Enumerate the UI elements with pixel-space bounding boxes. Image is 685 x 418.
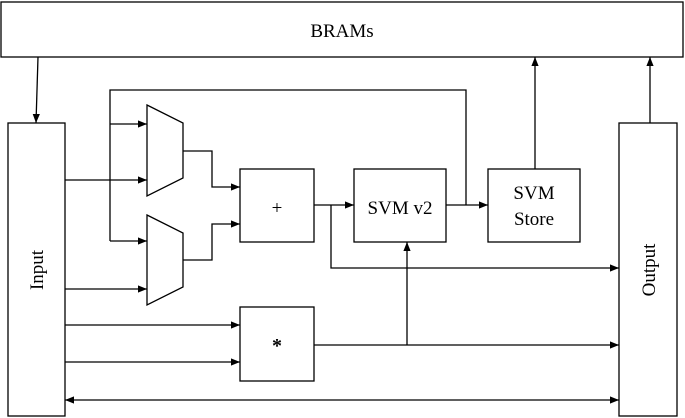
mux-top-to-adder-arrow (183, 150, 240, 191)
output-label: Output (639, 243, 660, 297)
multiplier-block: * (239, 306, 315, 382)
brams-label: BRAMs (310, 21, 373, 42)
adder-block: + (239, 168, 315, 243)
svm-v2-block: SVM v2 (353, 168, 447, 243)
mux-top (146, 103, 184, 198)
mux-bottom (146, 213, 184, 307)
adder-to-output-arrow (330, 205, 619, 272)
adder-label: + (272, 198, 283, 219)
output-block: Output (618, 122, 678, 417)
input-label: Input (27, 249, 48, 290)
mux-bottom-to-adder-arrow (183, 220, 240, 261)
connections (32, 56, 654, 404)
brams-to-input-arrow (32, 56, 40, 124)
svm-v2-label: SVM v2 (368, 198, 433, 219)
input-block: Input (7, 122, 66, 417)
svm-store-label-line1: SVM (513, 183, 554, 204)
svm-store-label-line2: Store (514, 209, 554, 230)
brams-block: BRAMs (0, 1, 684, 58)
feedback-bus (109, 89, 467, 241)
svm-store-block: SVM Store (487, 168, 581, 243)
multiplier-label: * (272, 335, 282, 357)
